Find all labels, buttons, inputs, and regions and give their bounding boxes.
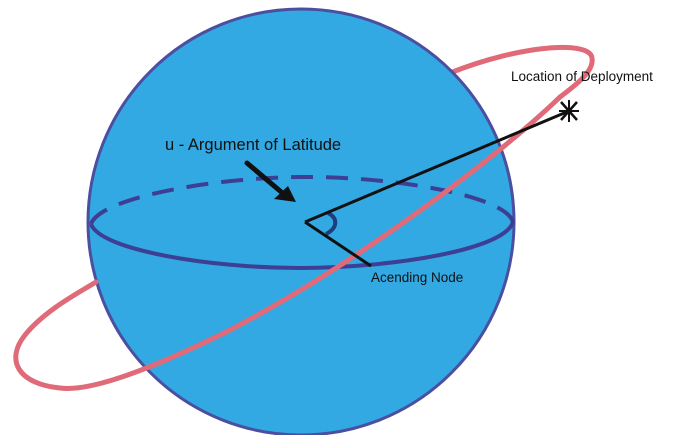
deployment-radius-line (304, 109, 570, 224)
arrow-icon (244, 160, 296, 202)
deployment-label: Location of Deployment (511, 69, 653, 84)
equator-back-dashed (89, 174, 515, 225)
star-burst-icon (559, 100, 579, 122)
equator-front (89, 221, 515, 271)
ascending-node-radius-line (304, 220, 372, 268)
angle-arc (324, 211, 338, 236)
ascending-node-label: Acending Node (371, 270, 464, 285)
earth-sphere (86, 7, 516, 435)
argument-of-latitude-label: u - Argument of Latitude (165, 136, 342, 154)
orbit-front-arc (13, 94, 563, 391)
orbit-back-arc (447, 44, 595, 100)
